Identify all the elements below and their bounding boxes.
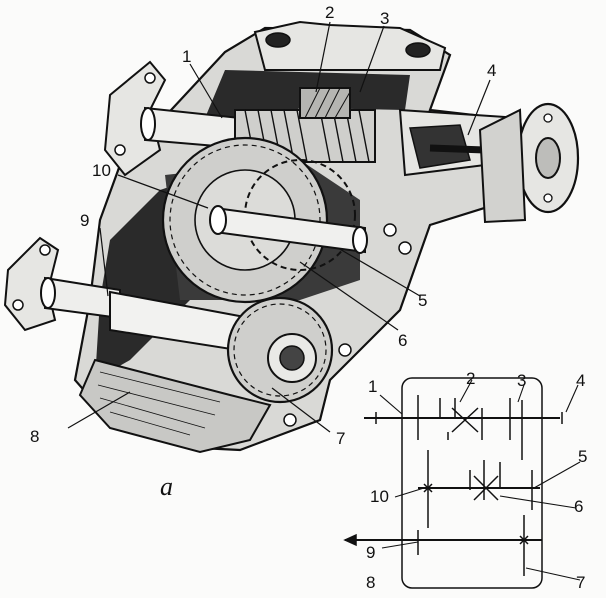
schematic-labels: 1 2 3 4 5 10 6 9 8 7 <box>366 369 587 592</box>
sump-hatching <box>97 371 221 436</box>
label-6-idler-gear: 6 <box>398 331 407 350</box>
top-bolt-hole-left <box>265 32 291 48</box>
schematic-sync-cross-2 <box>473 475 499 501</box>
lower-bracket-hole-1 <box>39 244 51 256</box>
schem-label-2: 2 <box>466 369 475 388</box>
intermediate-shaft-front <box>209 205 227 235</box>
output-cylinder <box>478 108 527 224</box>
kinematic-schematic <box>343 377 581 589</box>
schem-label-3: 3 <box>517 371 526 390</box>
input-shaft-end <box>140 107 156 141</box>
side-bolt-4 <box>283 413 297 427</box>
schem-label-5: 5 <box>578 447 587 466</box>
synchronizer-hub <box>299 87 351 119</box>
output-flange-hub <box>535 137 561 179</box>
schematic-sync-cross <box>451 407 479 433</box>
label-1-input-shaft: 1 <box>182 47 191 66</box>
lower-gear-teeth <box>233 303 327 397</box>
label-4-output-shaft: 4 <box>487 61 496 80</box>
schem-label-8: 8 <box>366 573 375 592</box>
schem-label-6: 6 <box>574 497 583 516</box>
lower-bracket-hole-2 <box>12 299 24 311</box>
label-10-large-gear: 10 <box>92 161 111 180</box>
label-3-synchronizer: 3 <box>380 9 389 28</box>
upper-bracket-hole-2 <box>114 144 126 156</box>
lower-shaft-end <box>40 277 56 309</box>
side-bolt-2 <box>398 241 412 255</box>
schematic-leaders <box>379 379 581 581</box>
schem-label-1: 1 <box>368 377 377 396</box>
gearbox-cutaway-illustration: 1 2 3 4 10 9 5 6 8 7 а <box>3 3 580 501</box>
schem-label-9: 9 <box>366 543 375 562</box>
output-flange-bolt-1 <box>543 113 553 123</box>
hub-hatching <box>304 87 351 119</box>
schematic-lower-arrow <box>343 533 357 547</box>
oil-sump <box>78 358 272 454</box>
top-flange <box>253 20 447 71</box>
label-8-sump: 8 <box>30 427 39 446</box>
upper-bracket-hole-1 <box>144 72 156 84</box>
schematic-housing <box>401 377 543 589</box>
side-bolt-1 <box>383 223 397 237</box>
output-flange-bolt-2 <box>543 193 553 203</box>
illustration-leaders <box>67 21 491 433</box>
label-5-intermediate-shaft: 5 <box>418 291 427 310</box>
gear-teeth-ring <box>169 144 321 296</box>
label-2-upper-gear: 2 <box>325 3 334 22</box>
lower-gear-bore <box>279 345 305 371</box>
label-7-lower-gear: 7 <box>336 429 345 448</box>
top-bolt-hole-right <box>405 42 431 58</box>
schem-label-10: 10 <box>370 487 389 506</box>
schem-label-7: 7 <box>576 573 585 592</box>
label-9-lower-shaft: 9 <box>80 211 89 230</box>
intermediate-shaft-end <box>352 226 368 254</box>
side-bolt-3 <box>338 343 352 357</box>
schem-label-4: 4 <box>576 371 585 390</box>
upper-gear-teeth <box>244 109 370 163</box>
figure-caption: а <box>160 472 173 501</box>
